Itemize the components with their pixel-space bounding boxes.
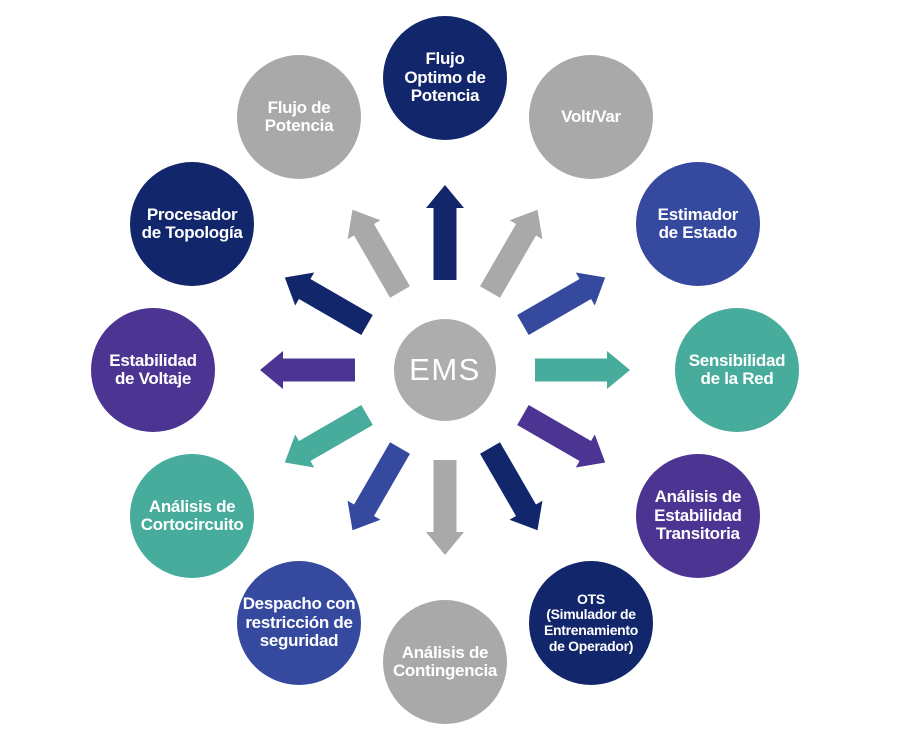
arrow-procesador-de-topologia [284, 272, 373, 335]
node-estabilidad-de-voltaje: Estabilidad de Voltaje [91, 308, 215, 432]
node-analisis-de-estabilidad-transitoria: Análisis de Estabilidad Transitoria [635, 454, 760, 578]
arrow-analisis-de-contingencia [426, 460, 464, 555]
node-label: Estabilidad de Voltaje [109, 350, 197, 388]
arrow-despacho-con-restriccion-de-seguridad [347, 442, 410, 531]
node-label: Procesador de Topología [141, 204, 243, 242]
node-sensibilidad-de-la-red: Sensibilidad de la Red [675, 308, 799, 432]
arrow-analisis-de-cortocircuito [284, 405, 373, 468]
node-label: Flujo de Potencia [264, 97, 334, 136]
node-volt-var: Volt/Var [529, 55, 653, 180]
node-label: Análisis de Estabilidad Transitoria [654, 487, 742, 544]
ems-center-circle: EMS [394, 319, 496, 421]
arrow-sensibilidad-de-la-red [535, 351, 630, 389]
arrow-flujo-de-potencia [347, 209, 410, 298]
ems-label: EMS [409, 352, 481, 388]
node-estimador-de-estado: Estimador de Estado [635, 162, 760, 286]
node-analisis-de-cortocircuito: Análisis de Cortocircuito [130, 454, 255, 578]
arrow-estabilidad-de-voltaje [260, 351, 355, 389]
node-label: Análisis de Cortocircuito [140, 496, 244, 534]
node-procesador-de-topologia: Procesador de Topología [130, 162, 255, 286]
node-despacho-con-restriccion-de-seguridad: Despacho con restricción de seguridad [237, 560, 361, 685]
node-label: Análisis de Contingencia [392, 642, 498, 680]
arrow-flujo-optimo-de-potencia [426, 185, 464, 280]
node-label: Flujo Optimo de Potencia [404, 49, 486, 106]
node-label: Sensibilidad de la Red [688, 350, 786, 388]
arrow-estimador-de-estado [517, 272, 606, 335]
node-flujo-de-potencia: Flujo de Potencia [237, 55, 361, 180]
node-label: Volt/Var [561, 106, 621, 126]
node-ots-simulador-de-entrenamiento-de-operador: OTS (Simulador de Entrenamiento de Opera… [529, 560, 653, 685]
node-label: Despacho con restricción de seguridad [242, 594, 356, 651]
arrow-ots-simulador-de-entrenamiento-de-operador [480, 442, 543, 531]
arrow-analisis-de-estabilidad-transitoria [517, 405, 606, 468]
node-label: Estimador de Estado [657, 204, 739, 242]
node-flujo-optimo-de-potencia: Flujo Optimo de Potencia [383, 16, 507, 140]
node-label: OTS (Simulador de Entrenamiento de Opera… [543, 590, 639, 654]
node-analisis-de-contingencia: Análisis de Contingencia [383, 600, 507, 724]
arrow-volt-var [480, 209, 543, 298]
